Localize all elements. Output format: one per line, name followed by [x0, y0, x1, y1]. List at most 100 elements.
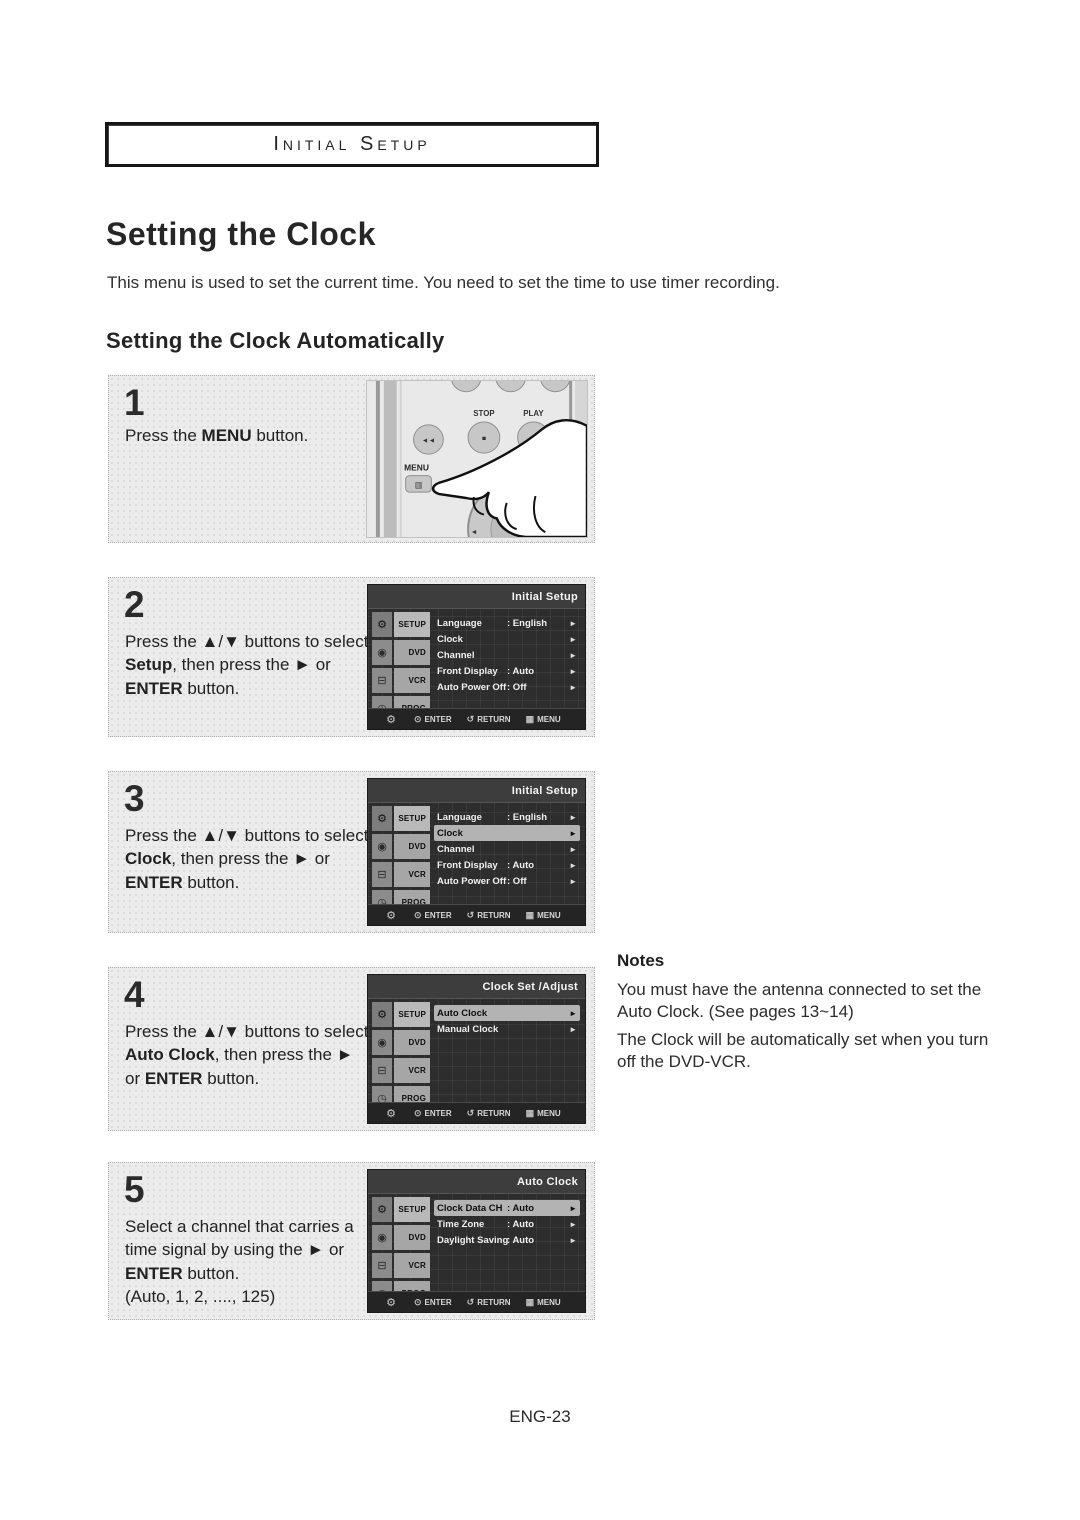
stop-button-label: STOP [473, 409, 494, 418]
right-arrow-icon: ► [569, 1235, 577, 1245]
osd-tab-vcr: ⊟VCR [372, 1058, 430, 1083]
osd-screenshot-auto-clock: Auto Clock⚙SETUP◉DVD⊟VCR◷PROG⊞FUNCClock … [367, 1169, 586, 1313]
enter-icon: ⊙ [414, 1296, 422, 1307]
osd-tab-label: VCR [394, 1058, 430, 1083]
osd-tab-label: VCR [394, 668, 430, 693]
osd-tab-label: VCR [394, 862, 430, 887]
osd-footer-label: MENU [537, 714, 561, 724]
osd-row-label: Time Zone [437, 1218, 485, 1230]
step-4-box: 4 Press the ▲/▼ buttons to select Auto C… [108, 967, 595, 1131]
osd-tab-setup: ⚙SETUP [372, 1197, 430, 1222]
osd-menu-row: Auto Clock► [434, 1005, 580, 1021]
menu-button-icon: ▥ [415, 480, 422, 489]
osd-footer: ⚙⊙ENTER↺RETURN▦MENU [368, 1102, 585, 1123]
menu-icon: ▦ [525, 713, 535, 724]
osd-footer-item-enter: ⊙ENTER [414, 910, 452, 921]
remote-control-graphic: STOP PLAY ◄◄ ■ MENU ▥ CH ▲ TRK ◄ [367, 361, 589, 579]
osd-row-label: Language [437, 617, 482, 629]
return-icon: ↺ [466, 1296, 475, 1307]
osd-footer-item-menu: ▦MENU [526, 910, 561, 921]
osd-row-label: Manual Clock [437, 1023, 499, 1035]
osd-footer-item-return: ↺RETURN [467, 1108, 511, 1119]
disc-icon: ◉ [372, 1030, 392, 1055]
osd-tab-setup: ⚙SETUP [372, 612, 430, 637]
osd-footer-item-menu: ▦MENU [526, 1297, 561, 1308]
cassette-icon: ⊟ [372, 862, 392, 887]
gear-icon: ⚙ [372, 612, 392, 637]
gear-icon: ⚙ [372, 1002, 392, 1027]
osd-menu-rows: Language: English►Clock►Channel►Front Di… [434, 809, 580, 889]
osd-footer-label: RETURN [477, 1108, 511, 1118]
page-title: Setting the Clock [106, 216, 376, 252]
osd-tab-label: VCR [394, 1253, 430, 1278]
menu-icon: ▦ [525, 909, 535, 920]
cassette-icon: ⊟ [372, 668, 392, 693]
section-kicker: Initial Setup [273, 133, 431, 155]
right-arrow-icon: ► [569, 682, 577, 692]
step-number: 2 [124, 584, 145, 625]
menu-button [405, 475, 432, 493]
osd-tab-label: DVD [394, 640, 430, 665]
osd-row-label: Clock Data CH [437, 1202, 503, 1214]
osd-titlebar [368, 779, 585, 803]
page-intro: This menu is used to set the current tim… [107, 273, 780, 292]
gear-icon: ⚙ [372, 1197, 392, 1222]
osd-title: Clock Set /Adjust [482, 981, 578, 993]
osd-footer-item-enter: ⊙ENTER [414, 1297, 452, 1308]
step-instruction: Press the ▲/▼ buttons to select Setup, t… [125, 632, 369, 698]
osd-row-label: Clock [437, 633, 463, 645]
osd-footer-label: RETURN [477, 1297, 511, 1307]
osd-menu-rows: Auto Clock►Manual Clock► [434, 1005, 580, 1037]
osd-tab-dvd: ◉DVD [372, 640, 430, 665]
osd-row-label: Front Display [437, 859, 498, 871]
page-number: ENG-23 [509, 1407, 571, 1426]
osd-title: Auto Clock [516, 1176, 578, 1188]
osd-row-label: Channel [437, 649, 475, 661]
step-2-box: 2 Press the ▲/▼ buttons to select Setup,… [108, 577, 595, 737]
right-arrow-icon: ► [569, 650, 577, 660]
osd-footer-label: MENU [537, 1297, 561, 1307]
osd-footer-label: ENTER [424, 1297, 452, 1307]
right-arrow-icon: ► [569, 1203, 577, 1213]
stop-button [467, 421, 501, 454]
osd-footer-label: ENTER [424, 1108, 452, 1118]
osd-row-value: : Off [507, 875, 527, 887]
osd-footer-label: ENTER [424, 714, 452, 724]
right-arrow-icon: ► [569, 666, 577, 676]
osd-row-label: Clock [437, 827, 463, 839]
osd-title: Initial Setup [511, 591, 578, 603]
osd-footer: ⚙⊙ENTER↺RETURN▦MENU [368, 904, 585, 925]
osd-menu-row: Language: English► [434, 809, 580, 825]
osd-footer-item-enter: ⊙ENTER [414, 1108, 452, 1119]
step-instruction: Press the ▲/▼ buttons to select Auto Clo… [125, 1022, 369, 1088]
osd-footer-item-menu: ▦MENU [526, 1108, 561, 1119]
return-icon: ↺ [466, 713, 475, 724]
remote-control-illustration: STOP PLAY ◄◄ ■ MENU ▥ CH ▲ TRK ◄ [366, 361, 589, 579]
osd-tab-dvd: ◉DVD [372, 1225, 430, 1250]
section-kicker-box: Initial Setup [105, 122, 599, 167]
osd-tab-label: SETUP [394, 612, 430, 637]
right-arrow-icon: ► [569, 844, 577, 854]
osd-footer-item-return: ↺RETURN [467, 1297, 511, 1308]
osd-footer: ⚙⊙ENTER↺RETURN▦MENU [368, 1291, 585, 1312]
disc-icon: ◉ [372, 640, 392, 665]
osd-row-value: : English [507, 617, 548, 629]
disc-icon: ◉ [372, 834, 392, 859]
osd-tab-dvd: ◉DVD [372, 1030, 430, 1055]
cassette-icon: ⊟ [372, 1253, 392, 1278]
osd-menu-row: Auto Power Off: Off► [434, 679, 580, 695]
osd-menu-row: Front Display: Auto► [434, 663, 580, 679]
osd-menu-row: Daylight Saving: Auto► [434, 1232, 580, 1248]
osd-tab-label: DVD [394, 1030, 430, 1055]
osd-row-value: : Auto [507, 1218, 535, 1230]
step-number: 4 [124, 974, 145, 1015]
osd-footer-label: RETURN [477, 910, 511, 920]
osd-footer-label: MENU [537, 1108, 561, 1118]
osd-row-value: : Auto [507, 665, 535, 677]
hand-finger-lines [472, 495, 546, 533]
gear-icon: ⚙ [372, 806, 392, 831]
osd-row-label: Auto Power Off [437, 875, 507, 887]
osd-tab-vcr: ⊟VCR [372, 862, 430, 887]
osd-tab-label: SETUP [394, 1197, 430, 1222]
